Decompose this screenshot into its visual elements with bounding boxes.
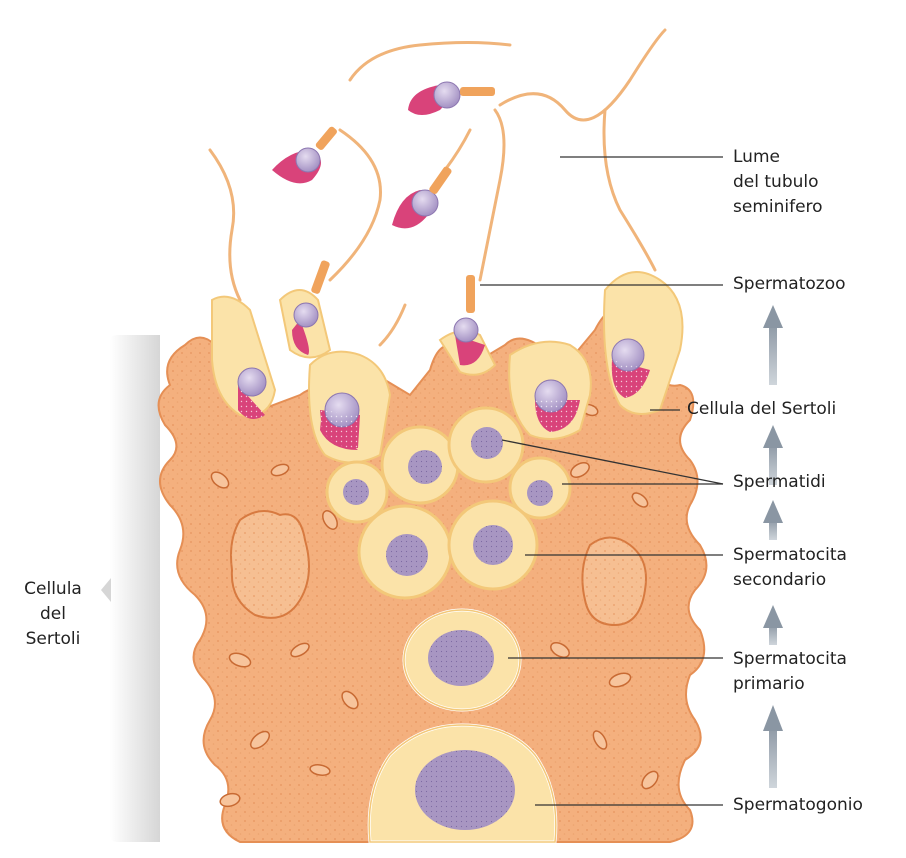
label-secondary-spermatocyte: Spermatocita secondario bbox=[733, 543, 847, 593]
leader-lines bbox=[480, 156, 724, 806]
label-lumen-line3: seminifero bbox=[733, 197, 823, 217]
bracket-pointer bbox=[101, 578, 111, 602]
label-lumen: Lume del tubulo seminifero bbox=[733, 145, 823, 220]
spermatogonium bbox=[367, 723, 558, 844]
label-primary-line2: primario bbox=[733, 674, 805, 694]
label-sertoli-left-line1: Cellula bbox=[24, 579, 82, 599]
label-spermatozoon: Spermatozoo bbox=[733, 274, 846, 294]
secondary-spermatocytes bbox=[357, 499, 539, 600]
organelles bbox=[210, 403, 659, 808]
label-spermatids: Spermatidi bbox=[733, 472, 826, 492]
label-lumen-line1: Lume bbox=[733, 147, 780, 167]
label-sertoli-left-line3: Sertoli bbox=[25, 629, 81, 649]
sertoli-bracket bbox=[110, 335, 160, 842]
label-secondary-line2: secondario bbox=[733, 570, 827, 590]
label-sertoli-left-line2: del bbox=[40, 604, 66, 624]
primary-spermatocyte bbox=[402, 608, 522, 712]
progression-arrows bbox=[763, 305, 783, 788]
label-sertoli-left: Cellula del Sertoli bbox=[18, 577, 88, 652]
label-sertoli-right: Cellula del Sertoli bbox=[687, 399, 837, 419]
label-secondary-line1: Spermatocita bbox=[733, 545, 847, 565]
free-spermatozoa bbox=[272, 81, 495, 313]
sperm-tails bbox=[208, 28, 667, 347]
round-spermatids bbox=[325, 406, 572, 524]
label-primary-spermatocyte: Spermatocita primario bbox=[733, 647, 847, 697]
label-lumen-line2: del tubulo bbox=[733, 172, 819, 192]
label-spermatogonium: Spermatogonio bbox=[733, 795, 863, 815]
label-primary-line1: Spermatocita bbox=[733, 649, 847, 669]
